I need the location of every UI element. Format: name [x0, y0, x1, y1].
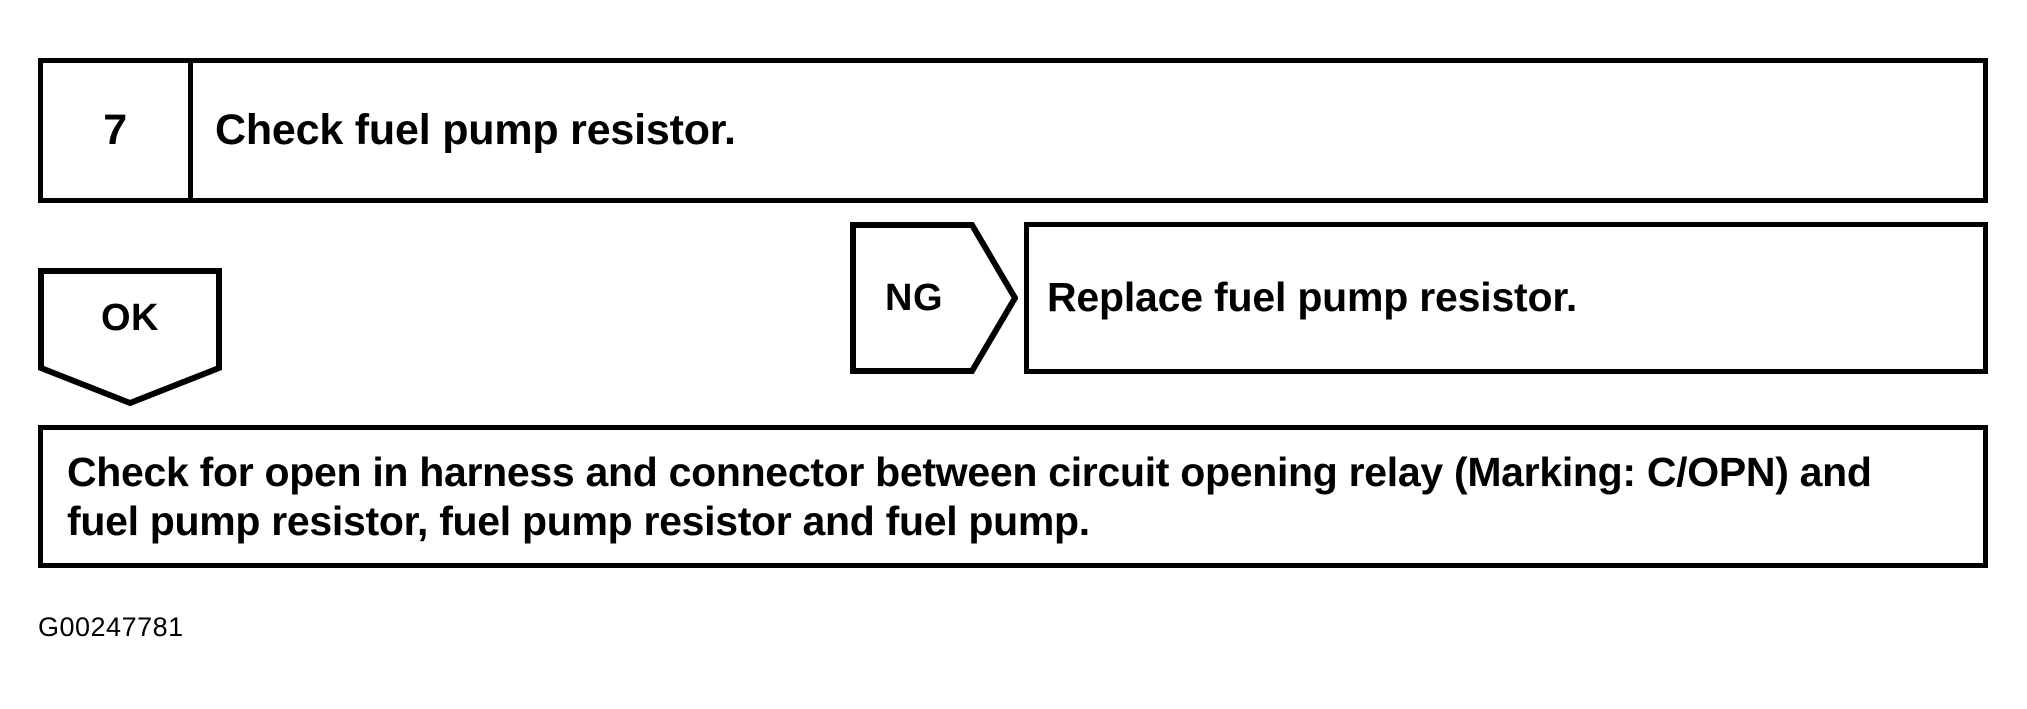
ok-result-box: Check for open in harness and connector …	[38, 425, 1988, 568]
step-instruction: Check fuel pump resistor.	[215, 105, 736, 154]
step-row: 7 Check fuel pump resistor.	[38, 58, 1988, 203]
step-instruction-cell: Check fuel pump resistor.	[193, 63, 1983, 198]
step-number: 7	[103, 106, 128, 154]
ok-result-line-2: fuel pump resistor, fuel pump resistor a…	[67, 497, 1090, 544]
ng-branch-marker: NG	[850, 222, 1018, 374]
step-number-cell: 7	[43, 63, 193, 198]
ng-result-box: Replace fuel pump resistor.	[1024, 222, 1988, 374]
figure-id-caption: G00247781	[38, 612, 184, 642]
ng-result-text: Replace fuel pump resistor.	[1047, 274, 1578, 321]
ng-pentagon-arrow-icon	[850, 222, 1018, 374]
ok-result-line-1: Check for open in harness and connector …	[67, 449, 1872, 496]
ok-branch-marker: OK	[38, 268, 222, 406]
ok-pentagon-arrow-icon	[38, 268, 222, 406]
